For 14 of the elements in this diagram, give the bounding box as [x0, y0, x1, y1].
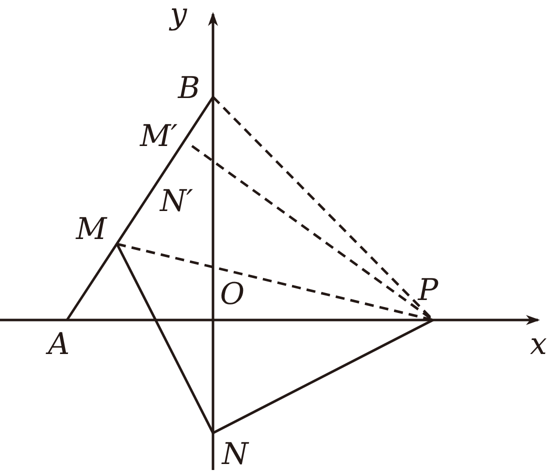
point-label: B: [178, 74, 200, 104]
point-label: N′: [160, 187, 194, 217]
line-segment: [66, 96, 214, 321]
point-label: M: [76, 215, 107, 245]
axis-label: y: [170, 0, 187, 30]
line-segment: [212, 318, 434, 434]
axis-label: x: [530, 330, 547, 360]
line-segment: [116, 243, 214, 434]
dashed-line: [116, 242, 434, 322]
point-label: A: [48, 330, 70, 360]
point-label: O: [220, 280, 245, 310]
point-label: M′: [140, 122, 178, 152]
point-label: P: [418, 276, 438, 306]
point-label: N: [222, 440, 248, 470]
